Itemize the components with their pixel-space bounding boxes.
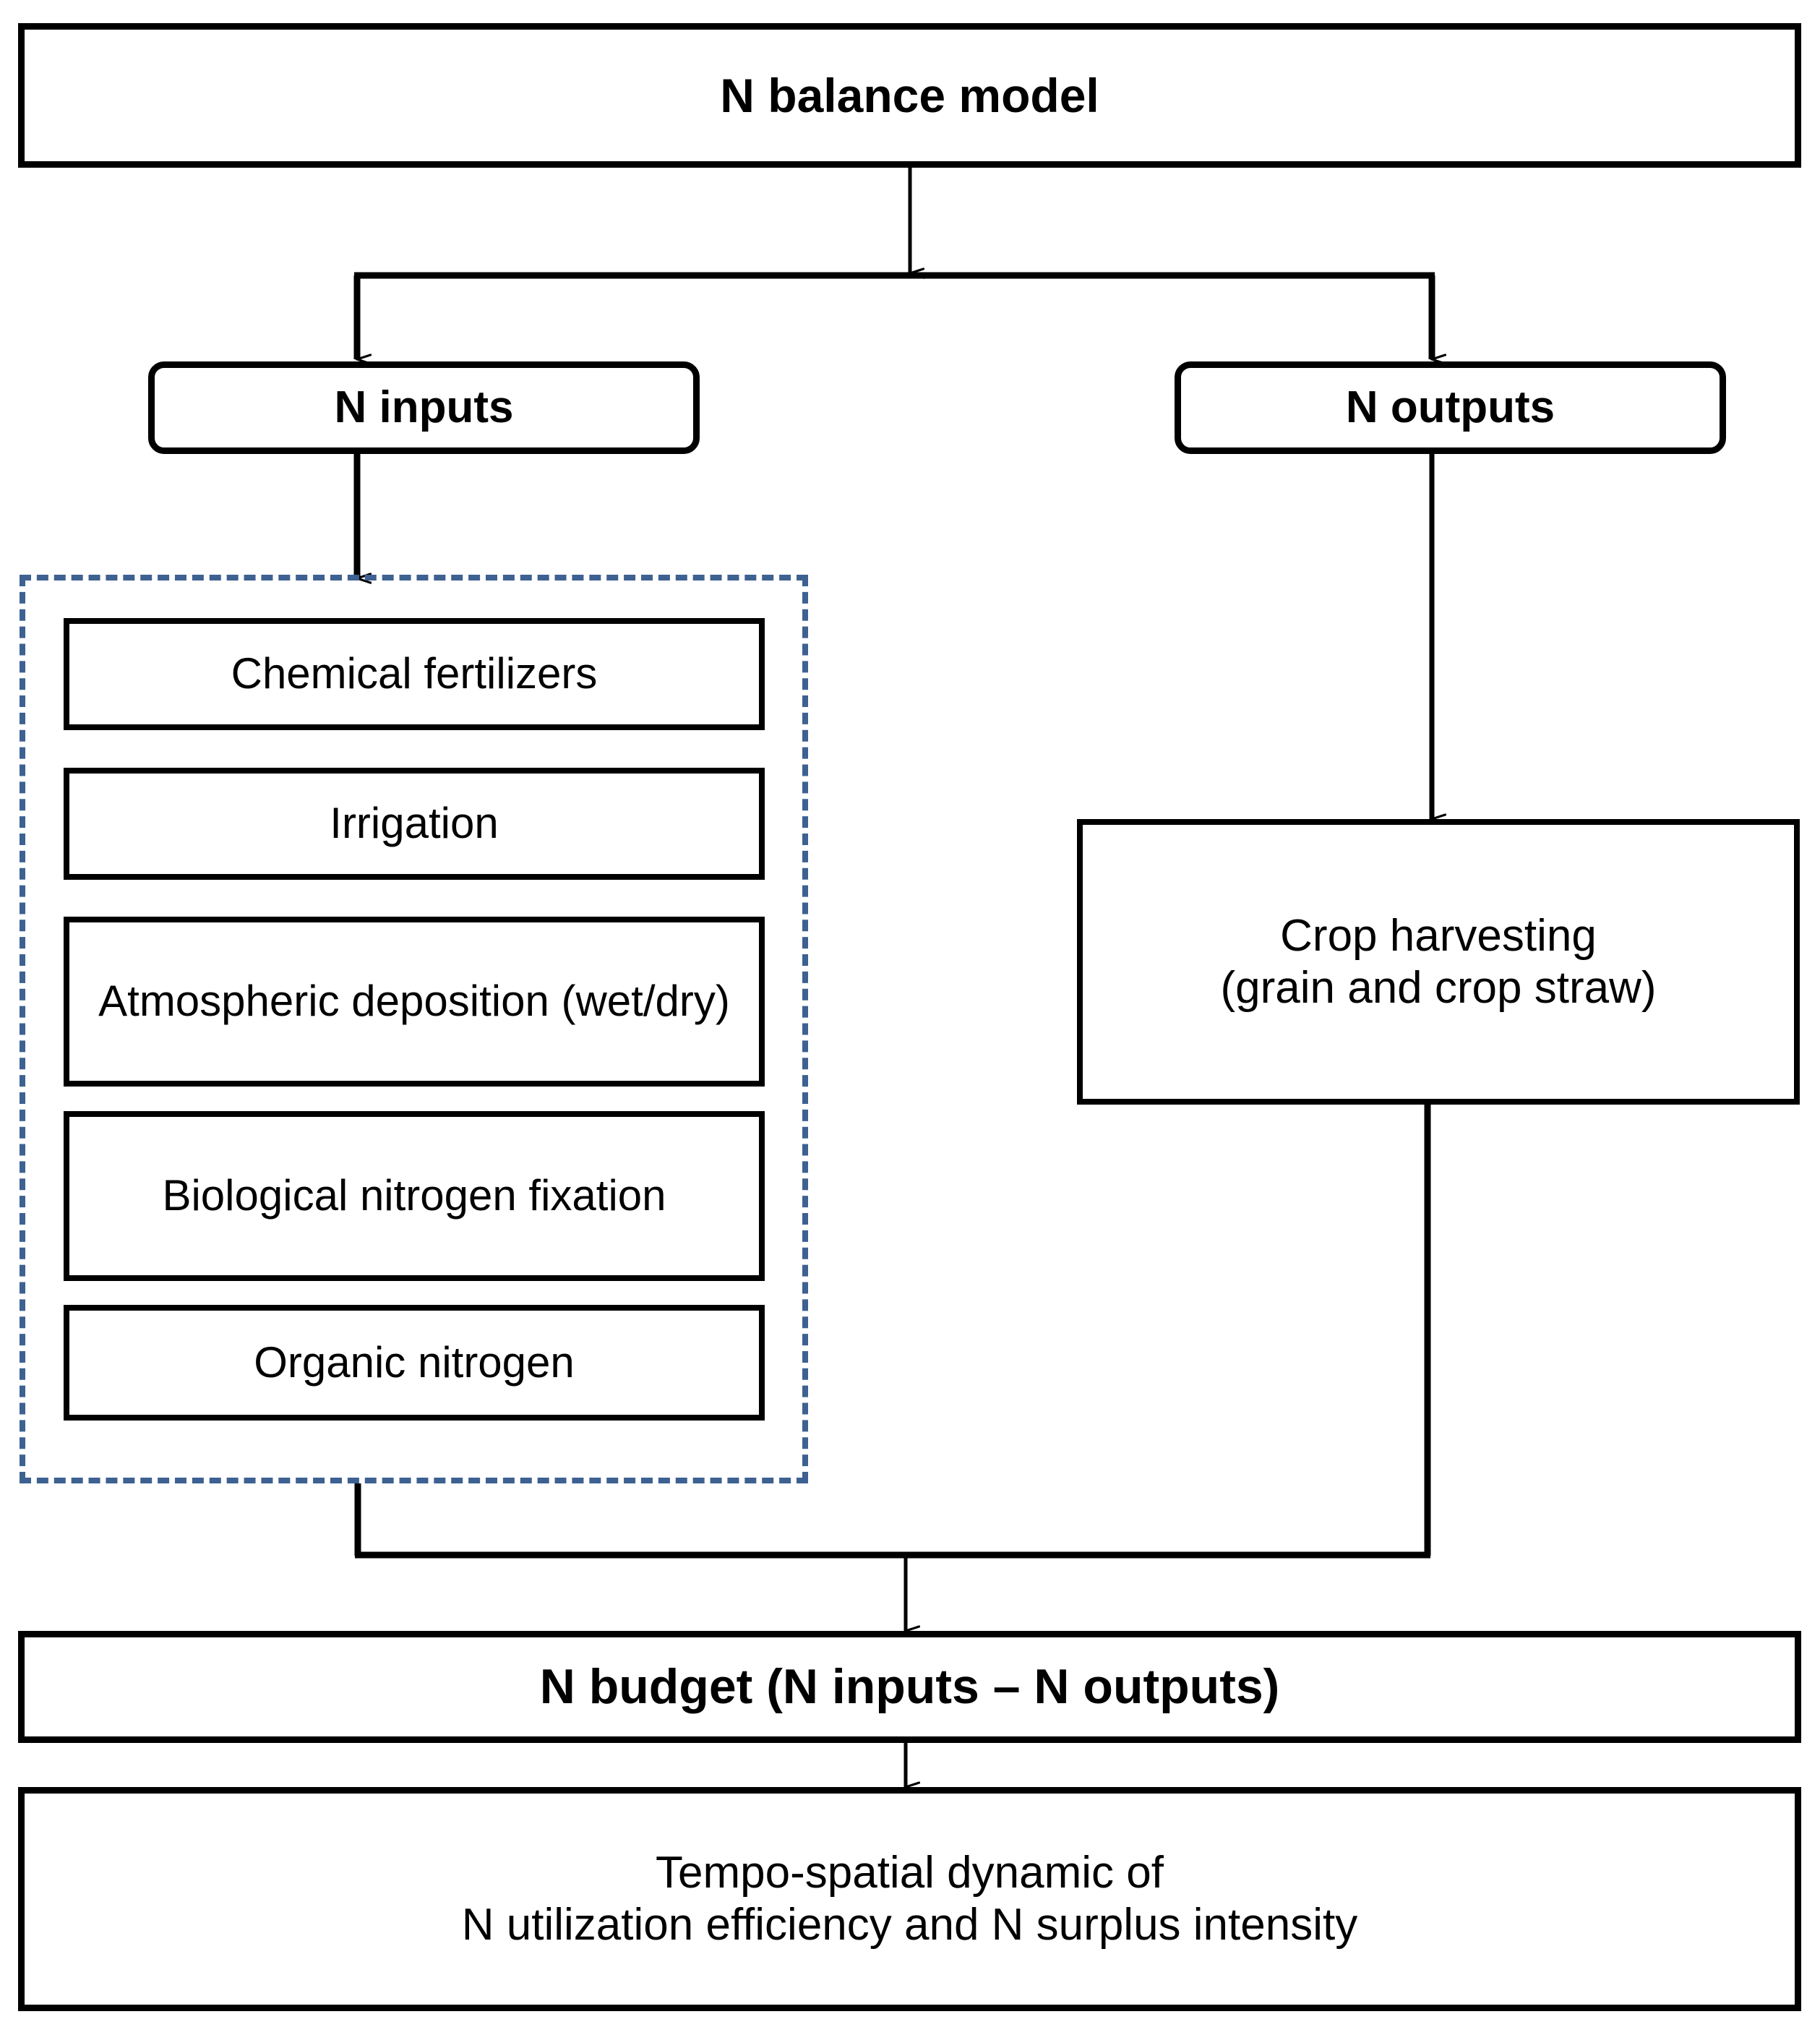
node-tempo-spatial-dynamic-label: Tempo-spatial dynamic of N utilization e… [461, 1848, 1358, 1950]
node-n-outputs-label: N outputs [1345, 382, 1555, 433]
node-n-inputs-label: N inputs [334, 382, 514, 433]
node-chemical-fertilizers[interactable]: Chemical fertilizers [64, 618, 765, 730]
n-inputs-group-outline [20, 575, 808, 1483]
node-n-inputs[interactable]: N inputs [148, 361, 700, 454]
node-n-budget-label: N budget (N inputs – N outputs) [539, 1659, 1280, 1715]
node-tempo-spatial-dynamic[interactable]: Tempo-spatial dynamic of N utilization e… [18, 1787, 1801, 2011]
node-crop-harvesting[interactable]: Crop harvesting (grain and crop straw) [1077, 819, 1800, 1105]
node-organic-nitrogen-label: Organic nitrogen [254, 1337, 575, 1387]
node-organic-nitrogen[interactable]: Organic nitrogen [64, 1305, 765, 1421]
node-n-budget[interactable]: N budget (N inputs – N outputs) [18, 1631, 1801, 1743]
node-atmospheric-deposition[interactable]: Atmospheric deposition (wet/dry) [64, 917, 765, 1087]
node-n-balance-model[interactable]: N balance model [18, 23, 1801, 168]
node-irrigation[interactable]: Irrigation [64, 768, 765, 880]
node-biological-nitrogen-fixation[interactable]: Biological nitrogen fixation [64, 1111, 765, 1281]
node-biological-nitrogen-fixation-label: Biological nitrogen fixation [162, 1171, 666, 1220]
node-chemical-fertilizers-label: Chemical fertilizers [231, 649, 598, 698]
node-crop-harvesting-label: Crop harvesting (grain and crop straw) [1220, 910, 1657, 1013]
node-atmospheric-deposition-label: Atmospheric deposition (wet/dry) [98, 977, 730, 1026]
node-irrigation-label: Irrigation [330, 799, 499, 848]
node-n-outputs[interactable]: N outputs [1175, 361, 1726, 454]
node-n-balance-model-label: N balance model [720, 68, 1099, 122]
